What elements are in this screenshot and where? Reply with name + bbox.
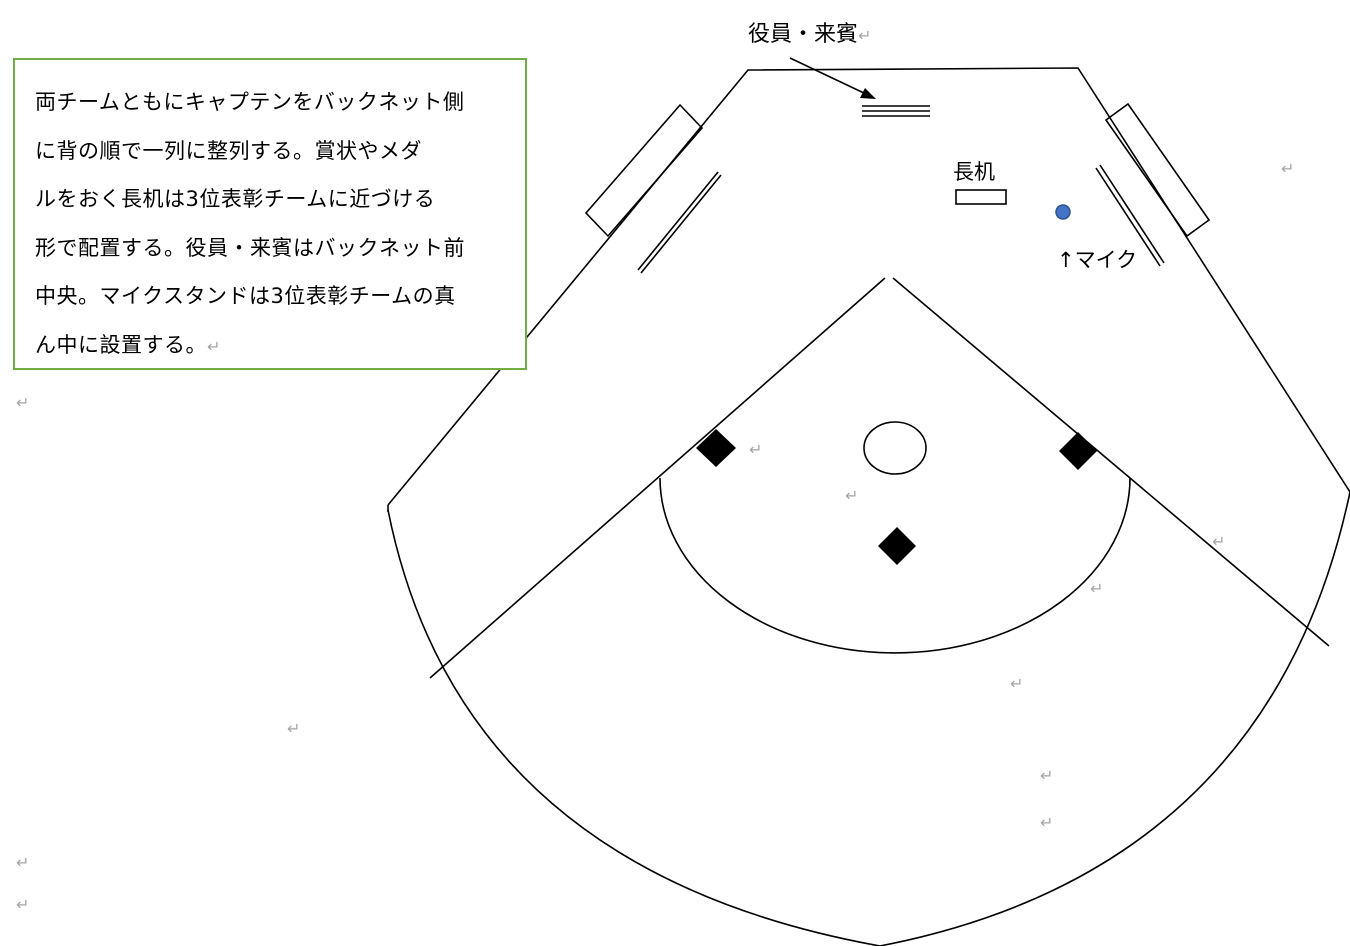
officials-label-text: 役員・来賓 [748,22,859,47]
pitcher-circle [863,421,927,475]
return-mark: ↵ [207,336,221,356]
return-mark: ↵ [1281,159,1295,178]
return-mark: ↵ [749,440,763,459]
left-bench [584,103,704,238]
note-line-text: ん中に設置する。 [35,332,207,357]
return-mark: ↵ [1212,532,1226,551]
third-base [696,429,736,467]
return-mark: ↵ [845,486,859,505]
field-outline [387,67,1350,506]
left-bench-line-a [637,171,719,271]
infield-arc [659,477,1131,654]
right-foul-line [892,277,1330,647]
return-mark: ↵ [1040,813,1054,832]
return-mark: ↵ [287,719,301,738]
mic-label: ↑マイク [1057,248,1138,272]
note-line: ルをおく長机は3位表彰チームに近づける [35,187,436,211]
note-line: 形で配置する。役員・来賓はバックネット前 [35,235,465,260]
note-line: ん中に設置する。↵ [35,321,511,370]
officials-arrow [789,57,867,95]
return-mark: ↵ [16,895,30,914]
return-mark: ↵ [16,393,30,412]
return-mark: ↵ [858,26,872,45]
return-mark: ↵ [1090,579,1104,598]
return-mark: ↵ [1040,766,1054,785]
long-desk-label: 長机 [953,160,995,184]
note-line: に背の順で一列に整列する。賞状やメダ [35,138,422,163]
mic-stand-icon [1055,204,1071,220]
outfield-fence [387,491,1350,946]
first-base [1059,432,1097,470]
officials-label: 役員・来賓↵ [748,16,871,48]
return-mark: ↵ [1010,674,1024,693]
right-bench-line-a [1095,167,1161,267]
officials-arrow-head [860,88,876,99]
long-desk-rect [955,189,1007,205]
home-plate [878,527,916,565]
right-bench-line-b [1099,164,1165,264]
right-bench [1104,102,1211,238]
left-bench-line-b [640,174,722,274]
note-line: 中央。マイクスタンドは3位表彰チームの真 [35,284,456,308]
left-foul-line [429,277,886,679]
explanation-note-box: 両チームともにキャプテンをバックネット側 に背の順で一列に整列する。賞状やメダ … [13,58,527,370]
note-line: 両チームともにキャプテンをバックネット側 [35,90,465,114]
return-mark: ↵ [16,853,30,872]
